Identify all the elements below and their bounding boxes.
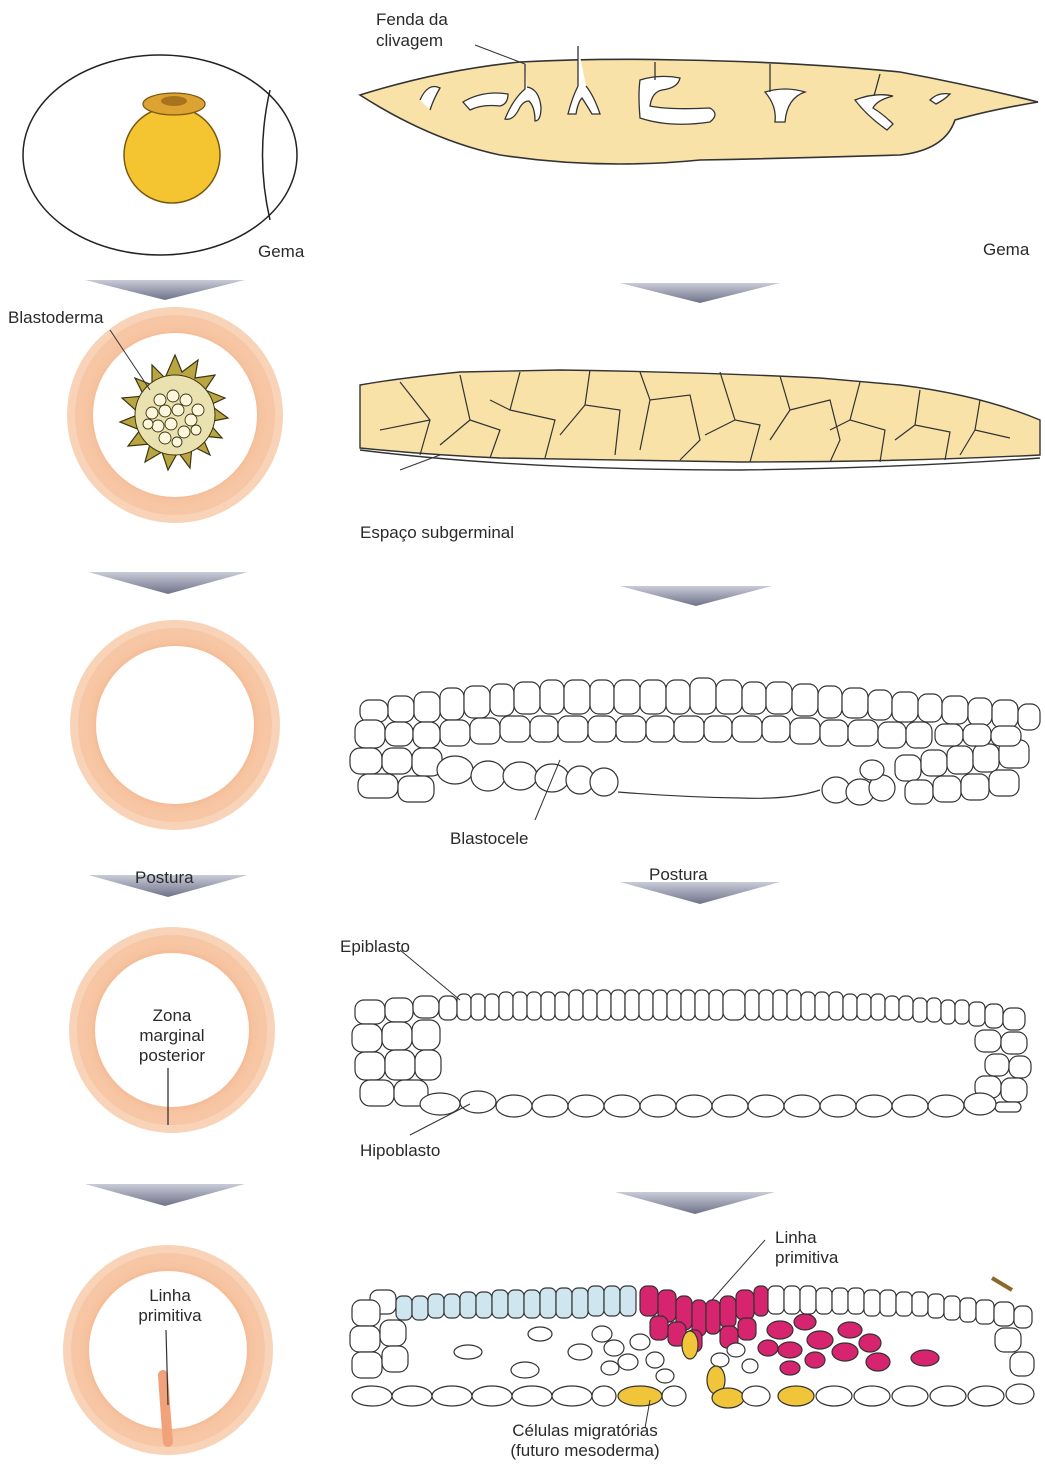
arrow-down-icon <box>620 586 772 606</box>
primitive-streak-section <box>350 1240 1034 1428</box>
streak-right-line-1: Linha <box>775 1228 838 1248</box>
streak-left-line-1: Linha <box>120 1286 220 1306</box>
arrow-down-icon <box>85 280 245 300</box>
streak-right-line-2: primitiva <box>775 1248 838 1268</box>
yolk-sphere <box>124 107 220 203</box>
subgerminal-space-label: Espaço subgerminal <box>360 523 514 543</box>
zone-line-3: posterior <box>122 1046 222 1066</box>
laying-label-left: Postura <box>135 868 194 888</box>
primitive-streak-label-left: Linha primitiva <box>120 1286 220 1326</box>
yolk-label-left: Gema <box>258 242 304 262</box>
yolk-label-right: Gema <box>983 240 1029 260</box>
arrow-down-icon <box>615 1192 775 1214</box>
cleavage-section <box>360 45 1038 164</box>
migrating-line-1: Células migratórias <box>470 1421 700 1441</box>
blastoderm-ring <box>80 320 270 510</box>
ring-stage-3 <box>83 633 267 817</box>
arrow-down-icon <box>88 572 248 594</box>
arrow-down-icon <box>620 882 780 904</box>
cleavage-furrow-label-2: clivagem <box>376 31 443 51</box>
zone-line-1: Zona <box>122 1006 222 1026</box>
blastoderm-section <box>360 370 1040 470</box>
primitive-streak-label-right: Linha primitiva <box>775 1228 838 1268</box>
posterior-marginal-zone-label: Zona marginal posterior <box>122 1006 222 1066</box>
streak-left-line-2: primitiva <box>120 1306 220 1326</box>
hypoblast-label: Hipoblasto <box>360 1141 440 1161</box>
laying-label-right: Postura <box>649 865 708 885</box>
blastoderm-label: Blastoderma <box>8 308 103 328</box>
egg-diagram <box>23 55 297 255</box>
epiblast-hypoblast-section <box>352 950 1031 1135</box>
epiblast-label: Epiblasto <box>340 937 410 957</box>
blastocele-section <box>350 678 1040 820</box>
migrating-cells-label: Células migratórias (futuro mesoderma) <box>470 1421 700 1461</box>
arrow-down-icon <box>620 283 780 303</box>
arrow-down-icon <box>85 1184 245 1206</box>
blastocoel-label: Blastocele <box>450 829 528 849</box>
zone-line-2: marginal <box>122 1026 222 1046</box>
migrating-line-2: (futuro mesoderma) <box>470 1441 700 1461</box>
cleavage-furrow-label: Fenda da <box>376 10 448 30</box>
